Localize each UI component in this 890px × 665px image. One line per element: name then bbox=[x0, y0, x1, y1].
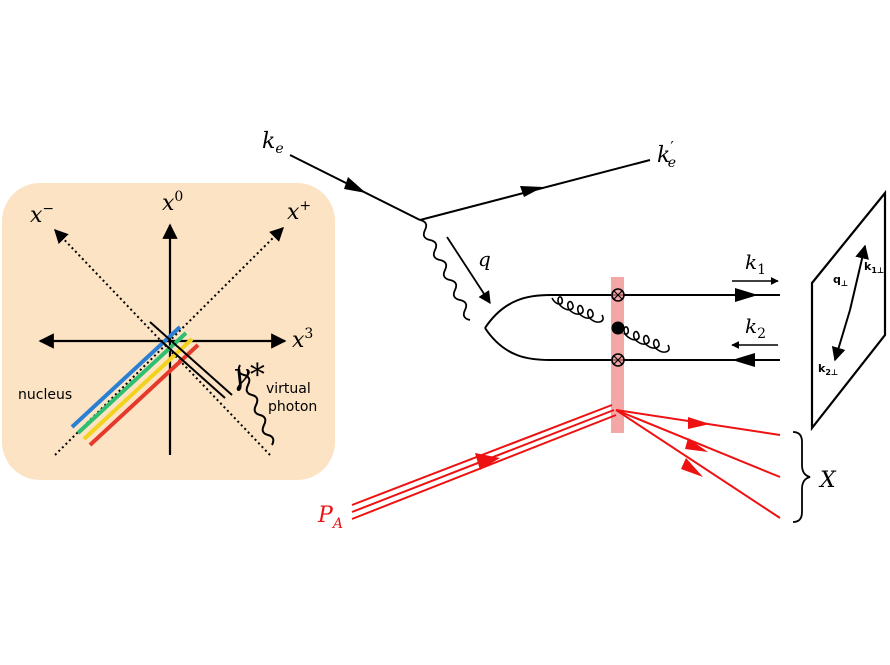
x-brace bbox=[792, 431, 811, 523]
photon-propagator-wave bbox=[419, 219, 471, 321]
x-minus-label: x− bbox=[30, 201, 54, 228]
quark-upper-line bbox=[484, 294, 780, 329]
q-momentum-arrow bbox=[446, 236, 491, 305]
remnant-arrow-2 bbox=[685, 438, 708, 452]
nucleus-stripe-blue bbox=[70, 325, 182, 429]
transverse-plane: k1⊥ q⊥ k2⊥ bbox=[810, 189, 887, 432]
remnant-line-2 bbox=[615, 409, 781, 478]
nucleus-stripe-red bbox=[88, 343, 200, 447]
x3-label: x3 bbox=[292, 326, 313, 353]
gluon-vertex-middle bbox=[611, 321, 625, 335]
panel-background bbox=[2, 183, 335, 480]
remnant-arrow-1 bbox=[688, 417, 710, 429]
photon-label: photon bbox=[268, 399, 317, 415]
nucleus-lines bbox=[351, 404, 781, 520]
remnant-arrow-3 bbox=[681, 458, 703, 477]
k1-perp-label: k1⊥ bbox=[864, 260, 884, 275]
virtual-photon-wave bbox=[237, 364, 275, 446]
gluon-lower bbox=[617, 326, 670, 353]
shockwave-band bbox=[611, 277, 624, 433]
remnant-line-3 bbox=[615, 409, 781, 519]
quark-upper-arrow bbox=[735, 288, 758, 302]
gluon-upper bbox=[551, 296, 604, 323]
quark-line-1 bbox=[149, 321, 233, 396]
k1-perp-vector bbox=[849, 244, 869, 311]
q-label: q bbox=[478, 247, 491, 271]
pa-label: PA bbox=[317, 503, 343, 532]
k2-label: k2 bbox=[745, 314, 766, 342]
wilson-line-vertex-lower bbox=[611, 353, 625, 367]
ke-prime-label: k′e bbox=[657, 138, 676, 171]
nucleus-arrows bbox=[475, 417, 710, 477]
vertex-cross-lower-b bbox=[613, 355, 623, 365]
transverse-plane-outline bbox=[810, 189, 887, 432]
outgoing-electron-arrow bbox=[520, 186, 543, 197]
ke-label: ke bbox=[262, 129, 284, 157]
x-plus-label: x+ bbox=[287, 198, 311, 225]
light-cone-panel: x− x0 x+ x3 nucleus γ* virtual photon bbox=[2, 183, 335, 480]
nucleon-arrow-in bbox=[475, 453, 500, 470]
q-perp-label: q⊥ bbox=[833, 273, 848, 288]
nucleus-stripe-yellow bbox=[82, 337, 194, 441]
k2-perp-vector bbox=[831, 309, 851, 362]
nucleus-stripe-green bbox=[76, 331, 188, 435]
virtual-label: virtual bbox=[266, 381, 311, 397]
k2-perp-label: k2⊥ bbox=[818, 362, 838, 377]
wilson-line-vertex-upper bbox=[611, 288, 625, 302]
vertex-cross-upper-b bbox=[613, 290, 623, 300]
x-remnant-label: X bbox=[818, 468, 837, 493]
x0-label: x0 bbox=[162, 189, 183, 216]
quark-lower-line bbox=[484, 327, 780, 361]
feynman-diagram: ke k′e q k1 k2 PA X bbox=[262, 129, 837, 532]
nucleus-label: nucleus bbox=[18, 387, 72, 403]
nucleus-stripes bbox=[70, 325, 200, 447]
k1-label: k1 bbox=[745, 250, 766, 278]
antiquark-lower-arrow bbox=[732, 353, 755, 367]
quark-line-2 bbox=[159, 339, 226, 399]
gamma-star-label: γ* bbox=[232, 358, 265, 393]
incoming-electron-arrow bbox=[344, 177, 366, 193]
